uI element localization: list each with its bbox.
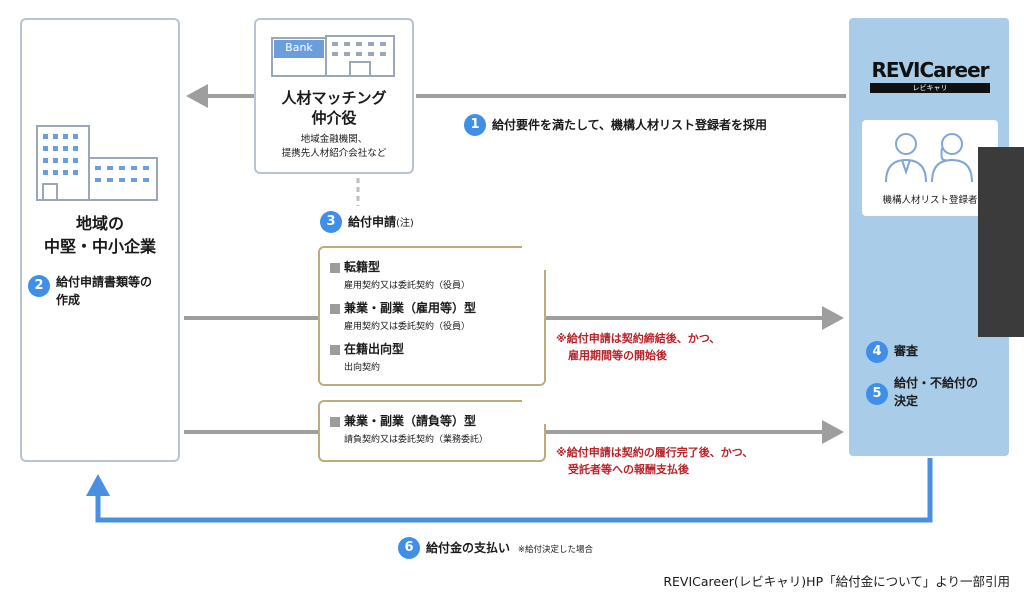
- note-employment-line2: 雇用期間等の開始後: [568, 349, 667, 362]
- application-doc-employment: [318, 246, 546, 386]
- intermediary-sub-line1: 地域金融機関、: [300, 134, 368, 145]
- intermediary-sub: 地域金融機関、 提携先人材紹介会社など: [254, 133, 414, 161]
- doc2-type-1: 兼業・副業（請負等）型: [344, 414, 477, 428]
- step6-label-text: 給付金の支払い: [426, 541, 511, 555]
- source-citation: REVICareer(レビキャリ)HP「給付金について」より一部引用: [663, 574, 1010, 589]
- dark-overlay: [978, 147, 1024, 337]
- step4-badge: 4: [866, 341, 888, 363]
- bank-icon: [271, 35, 395, 77]
- step5-label: 給付・不給付の 決定: [894, 374, 978, 410]
- note-contract-line2: 受託者等への報酬支払後: [568, 463, 689, 476]
- doc2-bullet-1: [330, 416, 340, 427]
- doc1-type-2: 兼業・副業（雇用等）型: [344, 301, 477, 315]
- step3-note: (注): [396, 218, 414, 229]
- company-title-line1: 地域の: [75, 214, 124, 233]
- doc2-contract-1: 請負契約又は委託契約（業務委託）: [344, 435, 489, 445]
- step2-badge: 2: [28, 275, 50, 297]
- step3: 3: [320, 210, 342, 233]
- step6-badge: 6: [398, 537, 420, 559]
- application-doc-contract: [318, 400, 546, 462]
- step6: 6: [398, 536, 420, 559]
- registrant-label: 機構人材リスト登録者: [882, 195, 978, 206]
- doc1-content: 転籍型 雇用契約又は委託契約（役員） 兼業・副業（雇用等）型 雇用契約又は委託契…: [330, 256, 540, 373]
- step5-label-line2: 決定: [894, 394, 919, 408]
- arrow-payment-line: [95, 458, 933, 523]
- step2-label-line2: 作成: [56, 293, 81, 307]
- step6-note: ※給付決定した場合: [517, 545, 593, 555]
- step1-label: 給付要件を満たして、機構人材リスト登録者を採用: [492, 118, 768, 132]
- intermediary-title-line1: 人材マッチング: [281, 89, 387, 107]
- doc1-contract-2: 雇用契約又は委託契約（役員）: [344, 322, 471, 332]
- company-box: [20, 18, 180, 462]
- step6-label: 給付金の支払い ※給付決定した場合: [426, 539, 593, 556]
- step1: 1: [464, 113, 486, 136]
- step5-label-line1: 給付・不給付の: [894, 376, 979, 390]
- doc1-contract-1: 雇用契約又は委託契約（役員）: [344, 281, 471, 291]
- step5: 5: [866, 382, 888, 405]
- intermediary-title-line2: 仲介役: [311, 109, 357, 127]
- doc1-type-3: 在籍出向型: [344, 342, 405, 356]
- step3-badge: 3: [320, 211, 342, 233]
- building-icon: [36, 125, 158, 201]
- step4: 4: [866, 340, 888, 363]
- step2: 2: [28, 274, 50, 297]
- step2-label: 給付申請書類等の 作成: [56, 273, 152, 309]
- bank-label: Bank: [285, 41, 313, 54]
- note-employment-line1: ※給付申請は契約締結後、かつ、: [556, 332, 721, 345]
- doc2-corner: [522, 400, 546, 424]
- doc1-bullet-1: [330, 262, 340, 273]
- doc1-contract-3: 出向契約: [344, 363, 381, 373]
- intermediary-sub-line2: 提携先人材紹介会社など: [281, 148, 387, 159]
- revicareer-logo: REVICareer: [871, 58, 989, 82]
- arrow-doc2-head: [822, 420, 844, 444]
- company-title: 地域の 中堅・中小企業: [20, 212, 180, 258]
- step3-label-text: 給付申請: [348, 215, 397, 229]
- arrow-to-company-head: [186, 84, 208, 108]
- intermediary-title: 人材マッチング 仲介役: [254, 88, 414, 128]
- step1-badge: 1: [464, 114, 486, 136]
- step5-badge: 5: [866, 383, 888, 405]
- doc1-bullet-3: [330, 344, 340, 355]
- doc2-content: 兼業・副業（請負等）型 請負契約又は委託契約（業務委託）: [330, 410, 540, 445]
- registrant-card: [862, 120, 998, 216]
- step3-label: 給付申請(注): [348, 213, 414, 230]
- revicareer-logo-sub: レビキャリ: [870, 83, 990, 93]
- step4-label: 審査: [894, 344, 919, 358]
- people-icon: [885, 133, 973, 183]
- note-employment: ※給付申請は契約締結後、かつ、 雇用期間等の開始後: [556, 330, 720, 364]
- step2-label-line1: 給付申請書類等の: [56, 275, 153, 289]
- doc1-bullet-2: [330, 303, 340, 314]
- company-title-line2: 中堅・中小企業: [43, 237, 156, 256]
- arrow-doc1-head: [822, 306, 844, 330]
- doc1-corner: [522, 246, 546, 270]
- arrow-payment-head: [86, 474, 110, 496]
- doc1-type-1: 転籍型: [344, 260, 381, 274]
- note-contract: ※給付申請は契約の履行完了後、かつ、 受託者等への報酬支払後: [556, 444, 753, 478]
- note-contract-line1: ※給付申請は契約の履行完了後、かつ、: [556, 446, 754, 459]
